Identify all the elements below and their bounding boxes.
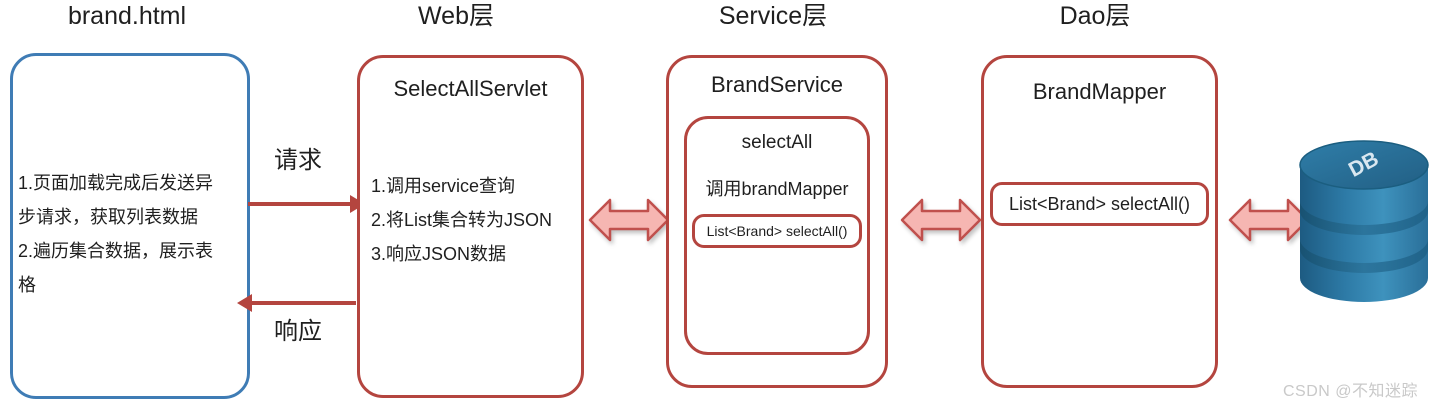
client-box-brand-html[interactable]	[10, 53, 250, 399]
client-box-steps: 1.页面加载完成后发送异 步请求，获取列表数据 2.遍历集合数据，展示表 格	[18, 166, 240, 302]
web-step-line-2: 2.将List集合转为JSON	[371, 210, 553, 230]
column-header-brand-html: brand.html	[67, 2, 187, 30]
request-arrow-label: 请求	[274, 147, 322, 174]
service-box-title: BrandService	[710, 72, 844, 97]
client-step-line-2: 步请求，获取列表数据	[18, 207, 198, 227]
service-dao-double-arrow	[900, 192, 982, 248]
client-step-line-4: 格	[18, 275, 36, 295]
client-step-line-3: 2.遍历集合数据，展示表	[18, 241, 214, 261]
web-step-line-1: 1.调用service查询	[371, 176, 516, 196]
database-cylinder: DB	[1296, 139, 1431, 304]
request-arrow	[248, 202, 352, 206]
csdn-watermark: CSDN @不知迷踪	[1283, 383, 1419, 400]
service-inner-title: selectAll	[741, 132, 813, 153]
web-service-double-arrow	[588, 192, 670, 248]
client-step-line-1: 1.页面加载完成后发送异	[18, 173, 214, 193]
web-box-steps: 1.调用service查询 2.将List集合转为JSON 3.响应JSON数据	[371, 169, 581, 271]
web-box-title: SelectAllServlet	[393, 76, 548, 101]
service-method-chip[interactable]: List<Brand> selectAll()	[692, 214, 862, 248]
column-header-service-layer: Service层	[718, 2, 828, 30]
web-box-select-all-servlet[interactable]	[357, 55, 584, 398]
column-header-web-layer: Web层	[418, 2, 494, 30]
response-arrow	[250, 301, 356, 305]
service-inner-call-line: 调用brandMapper	[705, 179, 849, 199]
dao-method-chip[interactable]: List<Brand> selectAll()	[990, 182, 1209, 226]
web-step-line-3: 3.响应JSON数据	[371, 244, 507, 264]
response-arrow-label: 响应	[274, 318, 322, 345]
column-header-dao-layer: Dao层	[1059, 2, 1131, 30]
dao-box-title: BrandMapper	[1032, 79, 1167, 104]
